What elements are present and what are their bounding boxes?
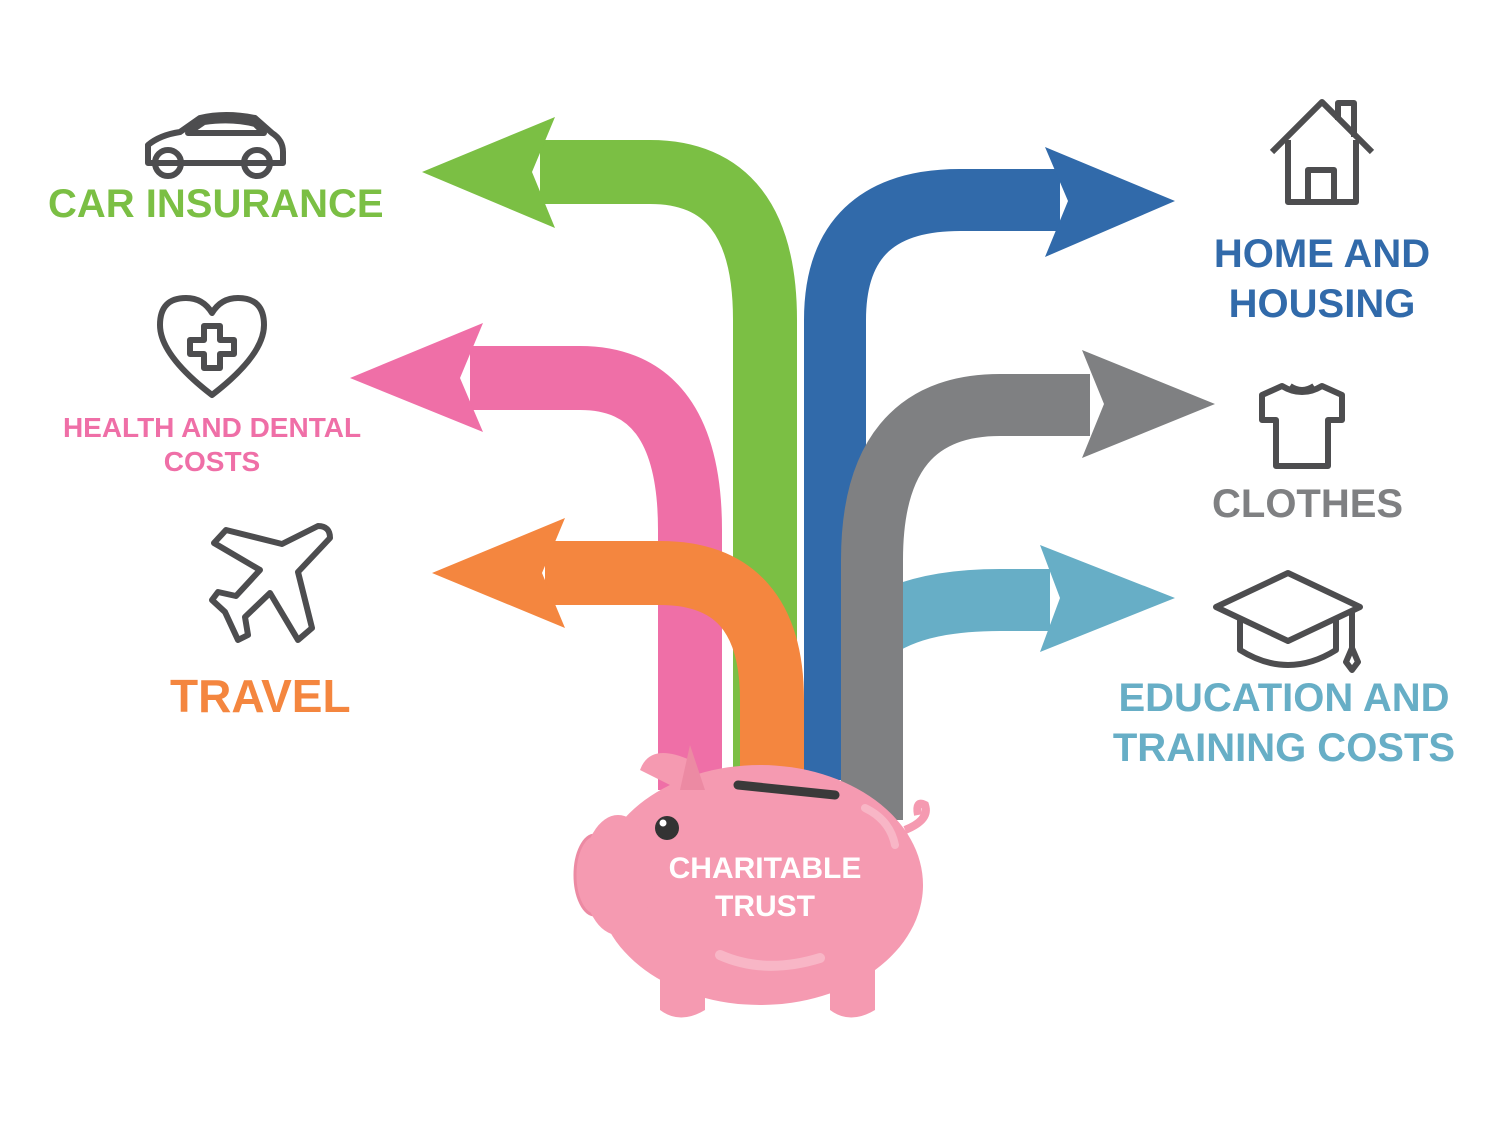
- label-home-line2: HOUSING: [1228, 282, 1416, 326]
- arrow-health: [350, 323, 722, 790]
- piggy-label-line1: CHARITABLE: [668, 852, 862, 885]
- arrow-travel: [432, 518, 804, 790]
- label-health-dental: HEALTH AND DENTAL COSTS: [62, 414, 362, 476]
- piggy-label: CHARITABLE TRUST: [640, 854, 890, 922]
- label-health-line1: HEALTH AND DENTAL: [62, 412, 362, 443]
- label-home-line1: HOME AND: [1213, 232, 1431, 276]
- label-health-line2: COSTS: [163, 446, 261, 477]
- label-travel: TRAVEL: [170, 670, 351, 722]
- piggy-bank: [573, 745, 930, 1018]
- tshirt-icon: [1259, 383, 1345, 469]
- label-education-line1: EDUCATION AND: [1118, 676, 1450, 720]
- airplane-icon: [209, 523, 333, 643]
- piggy-label-line2: TRUST: [715, 890, 815, 923]
- car-icon: [145, 112, 286, 179]
- house-icon: [1269, 99, 1375, 205]
- label-education-training: EDUCATION AND TRAINING COSTS: [1104, 678, 1464, 768]
- graduation-cap-icon: [1213, 570, 1363, 673]
- label-home-housing: HOME AND HOUSING: [1172, 234, 1472, 324]
- label-education-line2: TRAINING COSTS: [1112, 726, 1456, 770]
- heart-plus-icon: [157, 295, 267, 398]
- arrow-home: [804, 147, 1175, 780]
- label-car-insurance: CAR INSURANCE: [48, 182, 384, 226]
- arrow-car: [422, 117, 797, 780]
- label-clothes: CLOTHES: [1212, 482, 1404, 526]
- arrow-clothes: [841, 350, 1215, 820]
